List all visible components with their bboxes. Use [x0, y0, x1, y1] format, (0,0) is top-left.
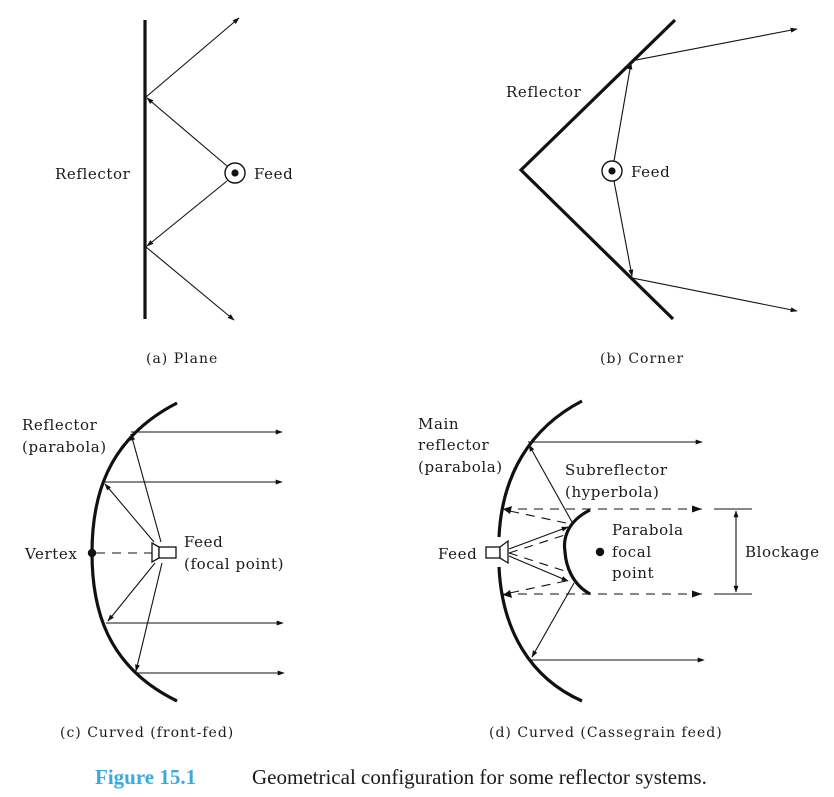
feed-horn-icon: [485, 539, 509, 565]
focal-label-line3: point: [612, 564, 654, 582]
sub-label-line1: Subreflector: [565, 461, 668, 479]
panel-d-cassegrain: Main reflector (parabola) Subreflector (…: [418, 399, 820, 741]
incident-ray-lower: [613, 180, 634, 277]
feed-ray-lower: [508, 555, 569, 582]
feed-label: Feed: [631, 163, 670, 181]
vertex-label: Vertex: [24, 545, 77, 563]
feed-dashed-ray-upper: [508, 533, 569, 554]
incident-ray-upper: [613, 62, 633, 162]
reflected-ray-lower: [631, 277, 798, 313]
reflector-label-line1: Reflector: [22, 416, 98, 434]
vertex-dot: [87, 548, 97, 558]
feed-ray-1: [130, 433, 162, 543]
feed-dashed-ray-lower: [508, 552, 569, 573]
panel-b-corner: Reflector Feed (b) Corner: [506, 18, 798, 367]
feed-ray-upper: [508, 526, 569, 550]
figure-caption-text: Geometrical configuration for some refle…: [252, 765, 707, 789]
feed-label: Feed: [438, 545, 477, 563]
reflected-ray-lower: [145, 246, 235, 321]
feed-ray-4: [135, 562, 163, 672]
incident-ray-upper: [146, 97, 228, 167]
main-reflector-lower: [497, 566, 583, 703]
subreflector-hyperbola: [562, 508, 591, 596]
blocked-ray-upper-arrowhead: [503, 506, 512, 514]
main-label-line3: (parabola): [418, 458, 503, 476]
main-label-line2: reflector: [418, 436, 490, 454]
corner-reflector: [518, 18, 677, 321]
feed-symbol: [224, 162, 246, 184]
main-label-line1: Main: [418, 415, 459, 433]
sub-label-line2: (hyperbola): [565, 483, 659, 501]
blocked-ray-upper-in: [504, 509, 567, 524]
arrowhead: [692, 505, 702, 513]
subreflector-ray-lower: [531, 582, 575, 658]
figure-number: Figure 15.1: [95, 765, 196, 789]
feed-ray-3: [107, 562, 156, 622]
reflector-label: Reflector: [55, 165, 131, 183]
focal-label-line1: Parabola: [612, 521, 684, 539]
incident-ray-lower: [146, 180, 228, 247]
feed-ray-2: [104, 483, 155, 543]
blockage-label: Blockage: [745, 543, 820, 561]
reflector-label: Reflector: [506, 83, 582, 101]
feed-symbol: [601, 160, 623, 182]
focal-point-dot: [595, 547, 605, 557]
blocked-ray-lower-in: [504, 580, 567, 595]
reflected-ray-upper: [145, 17, 240, 98]
feed-dot-icon: [608, 167, 616, 175]
subcaption-b: (b) Corner: [600, 351, 684, 367]
feed-label-line2: (focal point): [184, 555, 284, 573]
panel-a-plane: Reflector Feed (a) Plane: [55, 17, 293, 367]
feed-horn-icon: [151, 541, 177, 564]
panel-c-front-fed: Reflector (parabola) Vertex Feed (focal …: [22, 401, 285, 741]
focal-label-line2: focal: [612, 543, 652, 561]
arrowhead: [692, 590, 702, 598]
subcaption-d: (d) Curved (Cassegrain feed): [489, 725, 723, 741]
reflector-label-line2: (parabola): [22, 438, 107, 456]
reflected-ray-upper: [630, 27, 798, 62]
feed-label-line1: Feed: [184, 533, 223, 551]
main-reflector-upper: [497, 399, 583, 538]
feed-dot-icon: [231, 169, 239, 177]
subcaption-c: (c) Curved (front-fed): [60, 725, 234, 741]
subreflector-ray-upper: [528, 444, 573, 523]
feed-label: Feed: [254, 165, 293, 183]
figure-caption: Figure 15.1 Geometrical configuration fo…: [95, 765, 707, 789]
subcaption-a: (a) Plane: [146, 351, 218, 367]
